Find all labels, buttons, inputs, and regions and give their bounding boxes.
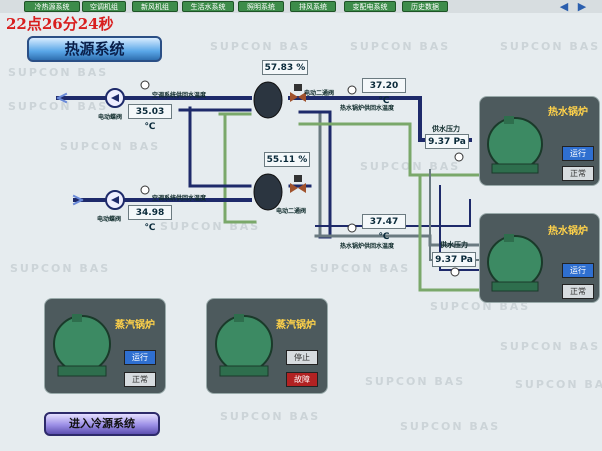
nav-tab-exhaust[interactable]: 排风系统 [290, 1, 336, 12]
upper-hvac-label: 空调系统供回水温度 [152, 92, 207, 99]
valve-icon [290, 84, 306, 193]
lower-motor-valve-label: 电动蝶阀 [97, 216, 122, 223]
watermark: SUPCON BAS [365, 375, 466, 388]
clock: 22点26分24秒 [6, 15, 114, 33]
lower-boiler-temp: 37.47 ℃ [362, 214, 406, 242]
supply-pressure-label: 供水压力 [440, 241, 468, 249]
nav-tab-ahu[interactable]: 空调机组 [82, 1, 126, 12]
boiler-run-button[interactable]: 运行 [562, 263, 594, 278]
watermark: SUPCON BAS [210, 40, 311, 53]
nav-tab-power[interactable]: 变配电系统 [344, 1, 396, 12]
watermark: SUPCON BAS [8, 100, 109, 113]
boiler-status-normal: 正常 [562, 284, 594, 299]
nav-tab-lighting[interactable]: 照明系统 [238, 1, 284, 12]
boiler-title: 蒸汽锅炉 [276, 320, 316, 331]
upper-boiler-label: 热水锅炉供回水温度 [340, 105, 395, 112]
boiler-icon [487, 234, 543, 292]
supply-pressure-readout: 9.37 Pa [425, 134, 469, 149]
steam-boiler-run-button[interactable]: 运行 [124, 350, 156, 365]
enter-cold-source-button[interactable]: 进入冷源系统 [44, 412, 160, 436]
upper-valve-percent: 57.83 % [262, 60, 308, 75]
next-arrow-icon[interactable]: ▶ [577, 0, 587, 13]
watermark: SUPCON BAS [220, 410, 321, 423]
lower-boiler-label: 热水锅炉供回水温度 [340, 243, 395, 250]
watermark: SUPCON BAS [350, 40, 451, 53]
watermark: SUPCON BAS [400, 420, 501, 433]
boiler-title: 热水锅炉 [548, 226, 588, 237]
boiler-run-button[interactable]: 运行 [562, 146, 594, 161]
supply-pressure-readout: 9.37 Pa [432, 252, 476, 267]
watermark: SUPCON BAS [500, 340, 601, 353]
steam-boiler-status-fault: 故障 [286, 372, 318, 387]
gauge-icon [140, 80, 464, 277]
supply-pressure-label: 供水压力 [432, 125, 460, 133]
steam-boiler-status-normal: 正常 [124, 372, 156, 387]
boiler-status-normal: 正常 [562, 166, 594, 181]
nav-tab-history[interactable]: 历史数据 [402, 1, 448, 12]
lower-hvac-label: 空调系统供回水温度 [152, 195, 207, 202]
upper-two-way-label: 电动二通阀 [304, 90, 335, 97]
tank-icon [253, 81, 283, 211]
watermark: SUPCON BAS [515, 378, 602, 391]
lower-hvac-temp: 34.98 ℃ [128, 205, 172, 233]
boiler-icon [53, 314, 111, 377]
upper-hvac-temp: 35.03 ℃ [128, 104, 172, 132]
watermark: SUPCON BAS [8, 66, 109, 79]
nav-tab-domestic-water[interactable]: 生活水系统 [182, 1, 234, 12]
lower-valve-percent: 55.11 % [264, 152, 310, 167]
boiler-title: 蒸汽锅炉 [115, 320, 155, 331]
watermark: SUPCON BAS [10, 262, 111, 275]
boiler-icon [487, 116, 543, 174]
steam-boiler-stop-button[interactable]: 停止 [286, 350, 318, 365]
watermark: SUPCON BAS [430, 300, 531, 313]
nav-tab-cold-heat[interactable]: 冷热源系统 [24, 1, 80, 12]
lower-two-way-label: 电动二通阀 [276, 208, 307, 215]
nav-tab-fresh-air[interactable]: 新风机组 [132, 1, 178, 12]
boiler-title: 热水锅炉 [548, 107, 588, 118]
page-title: 热源系统 [27, 36, 162, 62]
upper-motor-valve-label: 电动蝶阀 [98, 114, 123, 121]
boiler-icon [215, 314, 273, 377]
watermark: SUPCON BAS [310, 262, 411, 275]
upper-boiler-temp: 37.20 ℃ [362, 78, 406, 106]
watermark: SUPCON BAS [500, 40, 601, 53]
prev-arrow-icon[interactable]: ◀ [559, 0, 569, 13]
watermark: SUPCON BAS [60, 140, 161, 153]
pump-icon [105, 88, 125, 210]
